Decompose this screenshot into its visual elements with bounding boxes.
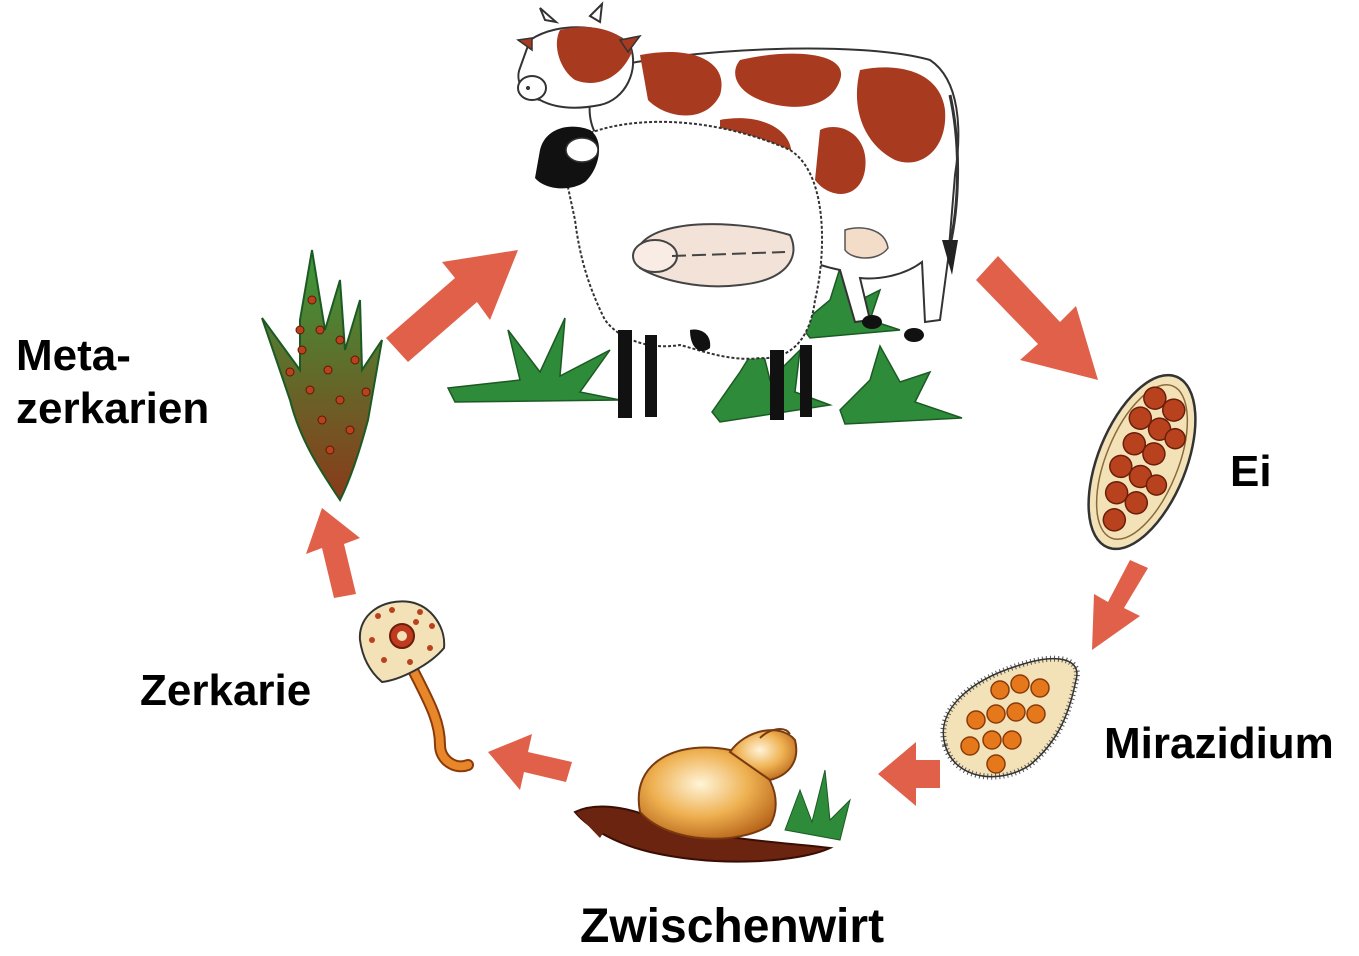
label-zwischenwirt: Zwischenwirt xyxy=(580,898,884,956)
label-metazerkarien: Meta- zerkarien xyxy=(16,330,209,436)
cercaria-icon xyxy=(360,601,468,766)
arrow-egg-to-miracidium xyxy=(1092,560,1148,650)
snail-icon xyxy=(575,729,850,861)
label-ei: Ei xyxy=(1230,446,1272,499)
arrow-cercaria-to-meta xyxy=(306,508,360,598)
arrow-miracidium-to-snail xyxy=(878,742,940,806)
egg-icon xyxy=(1067,360,1218,564)
metacercaria-grass-icon xyxy=(262,250,382,500)
arrow-host-to-egg xyxy=(976,256,1098,380)
label-zerkarie: Zerkarie xyxy=(140,665,311,718)
label-metazerkarien-line2: zerkarien xyxy=(16,383,209,436)
arrow-snail-to-cercaria xyxy=(488,734,572,790)
miracidium-icon xyxy=(943,659,1077,777)
liver-icon xyxy=(633,224,793,286)
arrow-meta-to-host xyxy=(386,250,518,362)
label-mirazidium: Mirazidium xyxy=(1104,718,1334,771)
label-metazerkarien-line1: Meta- xyxy=(16,330,209,383)
